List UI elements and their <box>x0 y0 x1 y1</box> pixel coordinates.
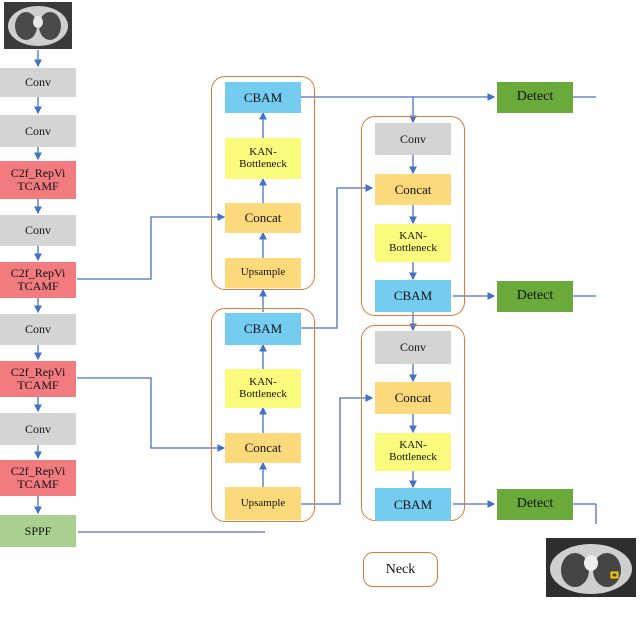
arrow-cbam-concat-ur <box>301 184 374 329</box>
backbone-conv-5: Conv <box>0 413 76 445</box>
neck-group-upper-right <box>361 116 465 316</box>
neck-legend: Neck <box>363 552 438 587</box>
backbone-conv-4: Conv <box>0 314 76 345</box>
arrow-c2f3-concat <box>77 377 226 452</box>
lr-kan-bottleneck: KAN-Bottleneck <box>375 433 451 471</box>
backbone-conv-2: Conv <box>0 115 76 147</box>
ul-kan-bottleneck: KAN-Bottleneck <box>225 138 301 179</box>
neck-group-lower-left <box>211 308 315 522</box>
ll-cbam: CBAM <box>225 313 301 345</box>
detect-head-2: Detect <box>497 281 573 312</box>
ur-kan-bottleneck: KAN-Bottleneck <box>375 224 451 262</box>
backbone-c2f-1: C2f_RepVi TCAMF <box>0 161 76 199</box>
backbone-c2f-4: C2f_RepVi TCAMF <box>0 460 76 496</box>
ur-concat: Concat <box>375 174 451 205</box>
ll-kan-bottleneck: KAN-Bottleneck <box>225 369 301 408</box>
arrow-upsample-concat-lr <box>301 394 374 505</box>
backbone-c2f-2: C2f_RepVi TCAMF <box>0 262 76 298</box>
ul-upsample: Upsample <box>225 258 301 288</box>
neck-group-upper-left <box>211 76 315 290</box>
input-ct-image <box>4 2 72 49</box>
ul-cbam: CBAM <box>225 82 301 113</box>
backbone-conv-3: Conv <box>0 215 76 246</box>
lr-cbam: CBAM <box>375 488 451 521</box>
ul-concat: Concat <box>225 203 301 233</box>
backbone-conv-1: Conv <box>0 68 76 97</box>
detect-head-1: Detect <box>497 82 573 113</box>
arrow-c2f2-concat <box>77 213 226 280</box>
detect-head-3: Detect <box>497 489 573 520</box>
lr-conv: Conv <box>375 331 451 364</box>
ll-upsample: Upsample <box>225 487 301 520</box>
backbone-sppf: SPPF <box>0 515 76 547</box>
ur-conv: Conv <box>375 123 451 155</box>
ll-concat: Concat <box>225 433 301 463</box>
output-ct-image <box>546 538 636 597</box>
ur-cbam: CBAM <box>375 280 451 312</box>
backbone-c2f-3: C2f_RepVi TCAMF <box>0 361 76 397</box>
lr-concat: Concat <box>375 382 451 414</box>
